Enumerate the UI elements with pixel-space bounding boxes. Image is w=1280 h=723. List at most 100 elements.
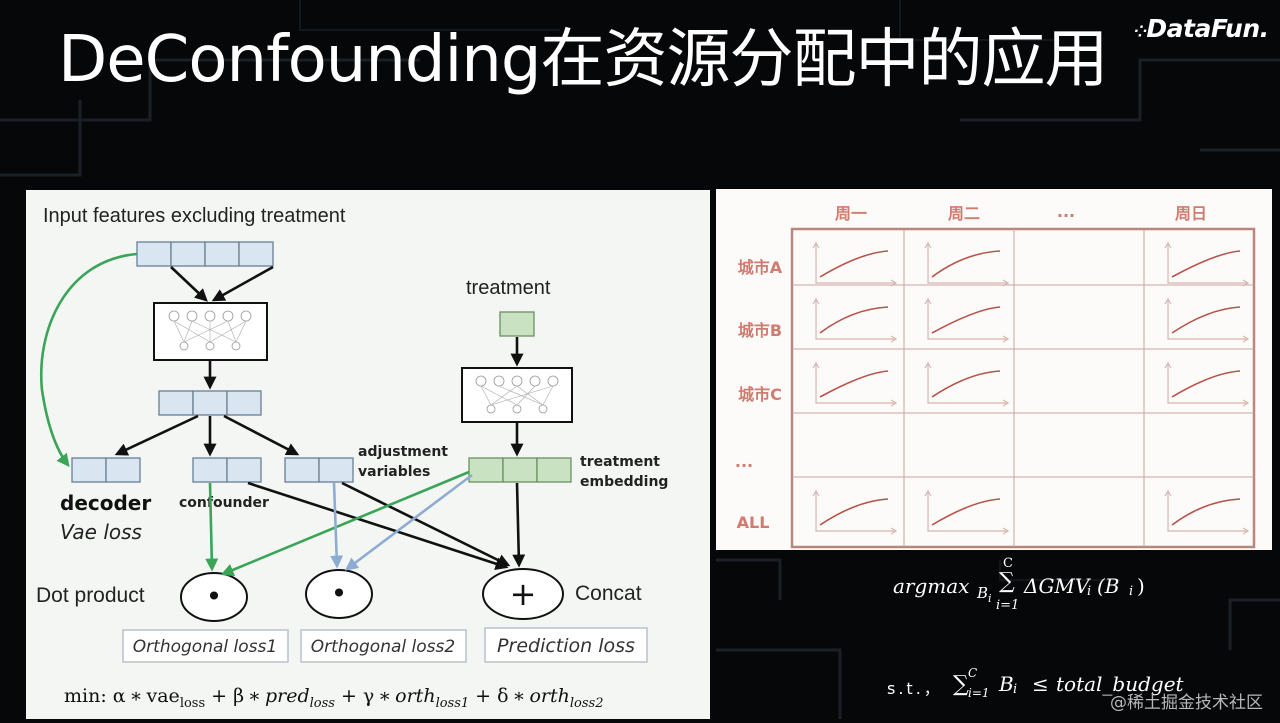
blue-arrows [330, 473, 473, 571]
loss-box-prediction: Prediction loss [484, 627, 648, 663]
treatment-label: treatment [466, 277, 551, 299]
response-curve [819, 370, 889, 398]
sum-lower: i=1 [996, 598, 1020, 613]
row-header-ellipsis: ... [735, 452, 753, 471]
loss-box-orthogonal-1: Orthogonal loss1 [122, 629, 289, 663]
dot-product-node-2 [305, 569, 373, 619]
objective-function: min:α∗vaeloss+β∗predloss+γ∗orthloss1+δ∗o… [64, 685, 603, 711]
argmax-sub: B [977, 584, 989, 602]
st-sum-lower: i=1 [968, 686, 990, 700]
argmax-text: argmax [893, 574, 970, 598]
confounder-vector [192, 457, 262, 483]
decoder-vector [71, 457, 141, 483]
model-diagram-panel: Input features excluding treatment treat… [26, 190, 710, 719]
curve-axis [927, 243, 1008, 284]
curve-axis-arrows [924, 361, 1010, 407]
argmax-formula: argmax B i C ∑ i=1 ΔGMV i (B i ) [893, 556, 1193, 616]
slide-title: DeConfounding在资源分配中的应用 [58, 23, 1108, 97]
curve-axis [1167, 491, 1248, 532]
row-header-city-b: 城市B [738, 321, 782, 340]
col-header-tue: 周二 [948, 204, 980, 223]
plus-symbol: + [510, 575, 537, 613]
delta-gmv: ΔGMV [1024, 574, 1090, 598]
response-curve [819, 498, 889, 526]
curve-axis [927, 299, 1008, 340]
model-diagram: Input features excluding treatment treat… [36, 205, 668, 711]
response-curve [1171, 306, 1241, 334]
argmax-sub-i: i [988, 592, 992, 605]
curve-axis [927, 491, 1008, 532]
st-sum-upper: C [968, 666, 978, 680]
st-le: ≤ [1032, 672, 1049, 696]
curve-axis [815, 363, 896, 404]
confounder-label: confounder [179, 495, 269, 511]
col-header-ellipsis: ... [1057, 202, 1075, 221]
input-features-label: Input features excluding treatment [43, 205, 346, 227]
adjustment-label: adjustment [358, 444, 448, 460]
response-curve [931, 370, 1001, 398]
adjustment-vector [284, 457, 354, 483]
curve-axis-arrows [924, 489, 1010, 535]
curve-axis [1167, 363, 1248, 404]
vae-loss-label: Vae loss [60, 520, 142, 544]
encoder-network [153, 302, 268, 361]
concat-node [482, 568, 564, 620]
embedding-label: embedding [580, 474, 668, 490]
st-var: B [999, 672, 1014, 696]
curve-axis [927, 363, 1008, 404]
logo-dots-icon: ⁘ [1134, 22, 1147, 41]
loss-label-orthogonal-2: Orthogonal loss2 [311, 637, 455, 657]
black-arrows [114, 265, 526, 570]
budget-table: 周一 周二 ... 周日 城市A 城市B 城市C ... ALL [716, 189, 1272, 550]
delta-gmv-sub: i [1087, 584, 1092, 599]
st-rhs: total_budget [1056, 672, 1184, 696]
treatment-embedding-vector [468, 457, 572, 483]
col-header-mon: 周一 [835, 204, 867, 223]
green-arrows [39, 252, 470, 577]
curve-axis-arrows [812, 297, 898, 343]
curve-axis-arrows [812, 361, 898, 407]
curve-axis [815, 299, 896, 340]
treatment-input [499, 311, 535, 337]
table-grid [790, 227, 1256, 549]
datafun-logo: ⁘DataFun. [1134, 14, 1269, 43]
response-curve [1171, 250, 1241, 278]
watermark: @稀土掘金技术社区 [1110, 693, 1263, 713]
curve-axis-arrows [812, 489, 898, 535]
response-curve [819, 250, 889, 278]
decoder-label: decoder [60, 491, 151, 515]
dot-symbol-1: • [206, 580, 223, 613]
curve-axis [815, 491, 896, 532]
st-sum-sign: ∑ [953, 672, 969, 697]
loss-box-orthogonal-2: Orthogonal loss2 [300, 629, 467, 663]
treatment-embedding-label: treatment [580, 454, 660, 470]
response-curves [812, 241, 1250, 535]
response-curve [1171, 370, 1241, 398]
curve-axis [1167, 299, 1248, 340]
st-label: s.t.， [887, 679, 943, 698]
constraint-formula: s.t.， ∑ C i=1 B i ≤ total_budget [887, 666, 1217, 706]
response-curve [1171, 498, 1241, 526]
curve-axis-arrows [924, 297, 1010, 343]
row-header-city-a: 城市A [738, 258, 783, 277]
variables-label: variables [358, 464, 430, 480]
curve-axis-arrows [812, 241, 898, 287]
curve-axis-arrows [1164, 489, 1250, 535]
loss-label-orthogonal-1: Orthogonal loss1 [133, 637, 277, 657]
curve-axis-arrows [1164, 361, 1250, 407]
hidden-vector [158, 390, 262, 416]
treatment-network [461, 367, 573, 423]
row-header-city-c: 城市C [738, 385, 782, 404]
delta-gmv-close: ) [1137, 574, 1145, 598]
curve-axis [815, 243, 896, 284]
concat-label: Concat [575, 582, 642, 605]
curve-axis-arrows [924, 241, 1010, 287]
response-curve [931, 498, 1001, 526]
response-curve [931, 306, 1001, 334]
col-header-sun: 周日 [1175, 204, 1207, 223]
logo-text: DataFun. [1146, 14, 1269, 43]
input-feature-vector [136, 241, 274, 267]
response-curve [931, 250, 1001, 278]
dot-product-label: Dot product [36, 584, 145, 607]
